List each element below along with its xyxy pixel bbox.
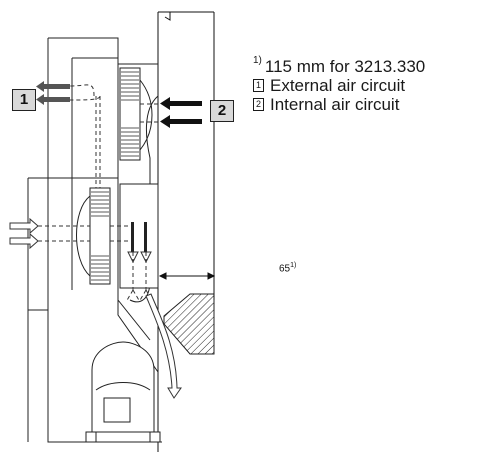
hatched-wall-section bbox=[163, 293, 215, 355]
dimension-footnote-mark: 1) bbox=[290, 262, 297, 269]
legend-item-internal: 2 Internal air circuit bbox=[253, 95, 425, 114]
internal-air-flow bbox=[125, 103, 160, 303]
external-air-arrows-in bbox=[9, 217, 39, 250]
external-air-arrows-out bbox=[36, 81, 70, 105]
legend: 1) 115 mm for 3213.330 1 External air ci… bbox=[253, 55, 426, 114]
internal-fan bbox=[119, 67, 153, 161]
footnote-mark: 1) bbox=[253, 55, 262, 66]
legend-item-external: 1 External air circuit bbox=[253, 76, 425, 95]
exhaust-arrow bbox=[145, 293, 182, 399]
legend-footnote: 1) 115 mm for 3213.330 bbox=[253, 55, 426, 76]
legend-number-box: 1 bbox=[253, 79, 264, 92]
drip-arrows bbox=[127, 251, 152, 264]
footnote-text: 115 mm for 3213.330 bbox=[264, 57, 426, 76]
legend-number-box: 2 bbox=[253, 98, 264, 111]
unit-housing bbox=[27, 37, 159, 443]
dimension-label: 651) bbox=[279, 262, 296, 274]
condensate-drips bbox=[131, 222, 147, 252]
callout-2: 2 bbox=[210, 100, 234, 122]
dimension-65 bbox=[158, 268, 216, 300]
internal-air-arrows-in bbox=[160, 97, 202, 128]
heat-exchanger bbox=[119, 183, 159, 289]
external-air-flow-in bbox=[38, 225, 130, 242]
compressor bbox=[80, 341, 162, 443]
callout-1: 1 bbox=[12, 89, 36, 111]
legend-item-label: External air circuit bbox=[270, 76, 406, 95]
enclosure-wall bbox=[157, 11, 215, 452]
external-air-flow-out bbox=[48, 84, 101, 188]
legend-item-label: Internal air circuit bbox=[270, 95, 400, 114]
external-fan bbox=[76, 187, 111, 285]
dimension-value: 65 bbox=[279, 263, 291, 275]
